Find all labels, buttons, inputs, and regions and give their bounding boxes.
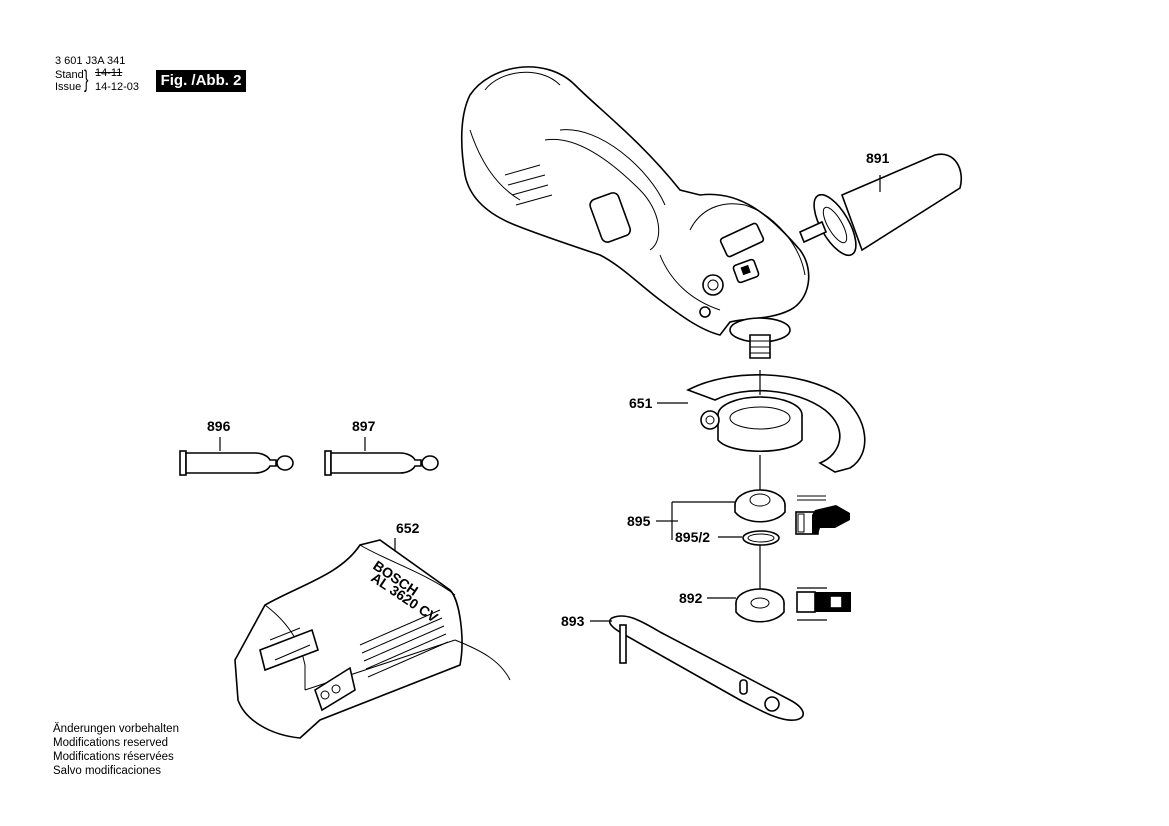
brace-symbol: }: [84, 66, 89, 93]
wheel-guard-part: [686, 370, 866, 473]
issue-value: 14-12-03: [95, 81, 140, 93]
flange-nut-part: [734, 455, 850, 546]
stand-label: Stand: [55, 69, 84, 81]
part-label-897: 897: [352, 418, 376, 434]
grease-tube-897-part: [324, 450, 439, 476]
spanner-wrench-part: [608, 615, 804, 721]
grease-tube-896-part: [179, 450, 294, 476]
note-french: Modifications réservées: [53, 751, 174, 763]
part-label-651: 651: [629, 395, 653, 411]
part-label-893: 893: [561, 613, 585, 629]
mounting-flange-part: [735, 545, 851, 623]
part-label-896: 896: [207, 418, 231, 434]
stand-value: 14-11: [95, 67, 123, 79]
note-german: Änderungen vorbehalten: [53, 723, 179, 735]
part-label-891: 891: [866, 150, 890, 166]
angle-grinder-illustration: [460, 66, 810, 359]
part-label-895-2: 895/2: [675, 529, 710, 545]
note-spanish: Salvo modificaciones: [53, 765, 162, 777]
part-label-652: 652: [396, 520, 420, 536]
note-english: Modifications reserved: [53, 737, 169, 749]
issue-label: Issue: [55, 81, 82, 93]
leader-lines: [219, 402, 742, 622]
side-handle-part: [798, 153, 962, 257]
part-label-895: 895: [627, 513, 651, 529]
figure-badge: Fig. /Abb. 2: [156, 70, 246, 92]
document-number: 3 601 J3A 341: [55, 55, 126, 67]
battery-charger-part: BOSCH AL 3620 CV: [234, 539, 511, 739]
part-label-892: 892: [679, 590, 703, 606]
